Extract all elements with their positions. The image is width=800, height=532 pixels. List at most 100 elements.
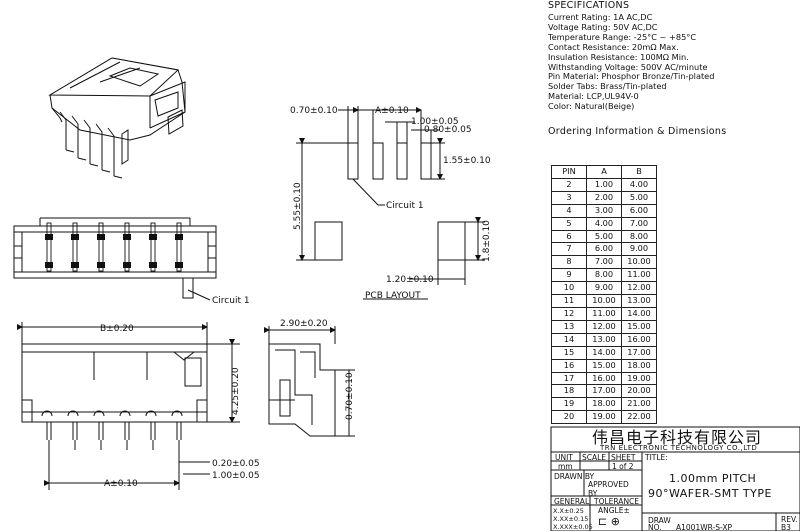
general-label: GENERAL [554,497,590,506]
table-cell: 16.00 [586,371,622,386]
pcb-dim-155: 1.55±0.10 [443,156,491,166]
sheet-label: SHEET [611,453,636,462]
table-cell: 3 [551,190,587,205]
table-cell: 18 [551,384,587,399]
pcb-dim-pad-width: 0.70±0.10 [290,106,338,116]
spec-line: Pin Material: Phosphor Bronze/Tin-plated [548,71,715,82]
top-view-circuit-label: Circuit 1 [212,296,250,306]
front-dim-a: A±0.10 [104,479,138,489]
projection-symbol-icon: ⊏ ⊕ [598,515,620,528]
table-cell: 12.00 [621,281,657,296]
table-cell: 10 [551,281,587,296]
table-cell: 16 [551,358,587,373]
table-cell: 13.00 [621,294,657,308]
table-cell: 4 [551,203,587,218]
title-block-lines [550,426,800,531]
table-cell: 17.00 [586,384,622,399]
table-cell: 9 [551,268,587,283]
scale-label: SCALE [582,453,607,462]
table-cell: 4.00 [621,177,657,192]
table-cell: 4.00 [586,216,622,231]
pcb-dim-080: 0.80±0.05 [424,125,472,135]
pcb-dim-555: 5.55±0.10 [293,182,303,230]
unit-label: UNIT [555,453,573,462]
front-dim-020: 0.20±0.05 [212,459,260,469]
table-cell: 19 [551,397,587,412]
table-cell: 11 [551,294,587,308]
table-cell: 7.00 [621,216,657,231]
table-cell: 15 [551,345,587,360]
spec-line: Temperature Range: -25°C ~ +85°C [548,31,697,42]
table-cell: 15.00 [586,358,622,373]
spec-line: Insulation Resistance: 100MΩ Min. [548,51,689,62]
pcb-layout [296,106,485,300]
table-cell: 2 [551,177,587,192]
table-cell: 5 [551,216,587,231]
drawing-title-line2: 90°WAFER-SMT TYPE [648,487,772,500]
pcb-dim-18: 1.8±0.10 [482,220,492,262]
spec-line: Solder Tabs: Brass/Tin-plated [548,81,667,92]
draw-label: DRAW [648,516,671,525]
tolerance-3: X.XXX±0.05 [553,523,593,531]
drawing-title-line1: 1.00mm PITCH [669,472,757,485]
front-view [17,322,240,490]
front-dim-425: 4.25±0.20 [231,367,241,415]
table-cell: 12.00 [586,319,622,334]
table-cell: 6.00 [586,242,622,257]
pcb-dim-120: 1.20±0.10 [386,275,434,285]
rev-label: REV. [781,515,798,524]
side-view [264,326,355,437]
table-cell: 7.00 [586,255,622,270]
table-cell: 6.00 [621,203,657,218]
pcb-dim-a: A±0.10 [375,106,409,116]
table-cell: 8 [551,255,587,270]
table-cell: 19.00 [621,371,657,386]
rev-value: B3 [781,523,791,532]
table-cell: 15.00 [621,319,657,334]
sheet-value: 1 of 2 [612,462,634,471]
top-view [13,217,217,301]
pcb-dim-100: 1.00±0.05 [411,117,459,127]
spec-line: Withstanding Voltage: 500V AC/minute [548,61,708,72]
drawing-number: A1001WR-S-XP [676,523,733,532]
table-cell: 12 [551,306,587,321]
spec-line: Voltage Rating: 50V AC,DC [548,21,658,32]
spec-line: Current Rating: 1A AC,DC [548,12,653,22]
tolerance-label: TOLERANCE [594,497,640,506]
table-cell: 9.00 [621,242,657,257]
ordering-title: Ordering Information & Dimensions [548,126,727,137]
table-cell: 14.00 [621,306,657,321]
table-cell: 17 [551,371,587,386]
table-cell: 21.00 [621,397,657,412]
tolerance-1: X.X±0.25 [553,507,584,515]
table-cell: 9.00 [586,281,622,296]
specifications-list: Current Rating: 1A AC,DC Voltage Rating:… [548,12,715,112]
front-dim-100: 1.00±0.05 [212,471,260,481]
table-cell: 10.00 [586,294,622,308]
dimension-labels: 0.70±0.10 A±0.10 1.00±0.05 0.80±0.05 1.5… [100,106,492,489]
table-cell: 17.00 [621,345,657,360]
table-cell: 22.00 [621,410,657,425]
table-cell: 16.00 [621,332,657,347]
pcb-layout-label: PCB LAYOUT [365,291,421,301]
isometric-view [48,57,186,179]
tolerance-2: X.XX±0.15 [553,515,589,523]
table-cell: 5.00 [621,190,657,205]
drawn-by-label: DRAWN BY [554,472,595,481]
title-label: TITLE: [645,453,668,462]
